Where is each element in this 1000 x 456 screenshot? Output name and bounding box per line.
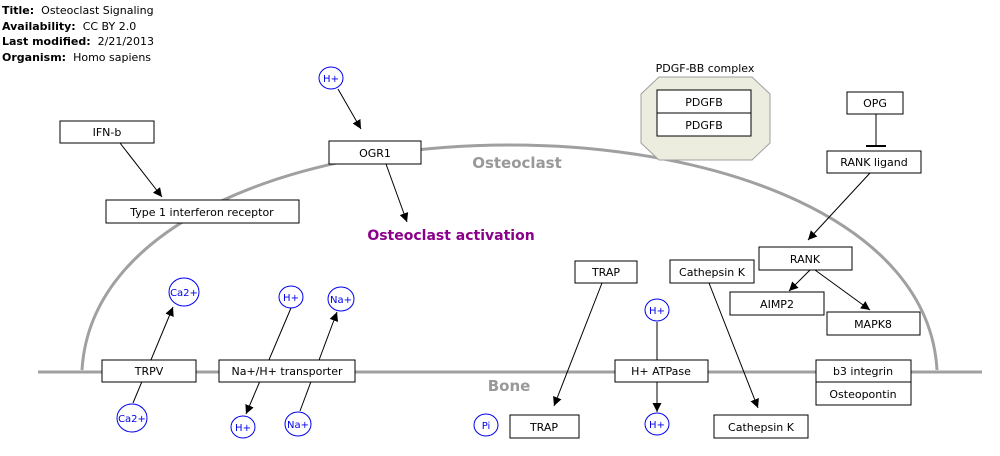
gene-pdgfb-2[interactable]: PDGFB — [656, 112, 752, 137]
edge-rankl-to-rank — [807, 172, 871, 241]
gene-trap-top[interactable]: TRAP — [574, 260, 638, 284]
gene-h-atpase[interactable]: H+ ATPase — [614, 359, 709, 383]
gene-ifn-b[interactable]: IFN-b — [59, 120, 155, 144]
edge-cathepsin-secretion — [708, 282, 759, 409]
gene-rank-ligand[interactable]: RANK ligand — [826, 150, 922, 174]
osteoclast-label: Osteoclast — [472, 154, 562, 172]
metabolite-pi[interactable]: Pi — [473, 413, 499, 437]
gene-trap-bottom[interactable]: TRAP — [509, 414, 580, 439]
svg-text:Type 1 interferon receptor: Type 1 interferon receptor — [129, 206, 274, 219]
gene-ogr1[interactable]: OGR1 — [328, 140, 422, 165]
info-organism-row: Organism: Homo sapiens — [2, 50, 152, 64]
svg-text:Osteopontin: Osteopontin — [829, 388, 896, 401]
svg-text:MAPK8: MAPK8 — [854, 318, 892, 331]
svg-text:Na+/H+ transporter: Na+/H+ transporter — [232, 365, 343, 378]
svg-text:H+: H+ — [649, 306, 665, 317]
gene-osteopontin[interactable]: Osteopontin — [815, 381, 912, 406]
gene-cathepsin-k-top[interactable]: Cathepsin K — [669, 259, 755, 284]
svg-text:b3 integrin: b3 integrin — [833, 365, 893, 378]
osteoclast-cell-outline — [80, 143, 939, 371]
gene-b3-integrin[interactable]: b3 integrin — [815, 359, 912, 383]
edge-ca-through-trpv — [132, 306, 174, 404]
pathway-info: Title: Osteoclast Signaling Availability… — [2, 3, 154, 65]
svg-text:H+: H+ — [323, 74, 339, 85]
gene-cathepsin-k-bottom[interactable]: Cathepsin K — [713, 414, 809, 439]
svg-text:Na+: Na+ — [287, 420, 309, 431]
metabolite-h-atpase-bottom[interactable]: H+ — [644, 412, 670, 436]
gene-opg[interactable]: OPG — [846, 91, 904, 115]
pathway-title: Osteoclast Signaling — [41, 4, 154, 17]
svg-text:TRAP: TRAP — [591, 266, 620, 279]
metabolite-na-bottom[interactable]: Na+ — [284, 411, 312, 437]
metabolite-h-atpase-top[interactable]: H+ — [644, 298, 670, 322]
gene-type1-interferon-receptor[interactable]: Type 1 interferon receptor — [105, 199, 300, 224]
edge-ifnb-to-receptor — [119, 142, 163, 198]
metabolite-h-na-bottom[interactable]: H+ — [230, 415, 256, 439]
metabolite-ca-bottom[interactable]: Ca2+ — [116, 403, 148, 433]
pdgfbb-complex-label: PDGF-BB complex — [656, 62, 755, 75]
svg-text:Cathepsin K: Cathepsin K — [728, 421, 795, 434]
metabolite-h-ogr1[interactable]: H+ — [318, 66, 344, 90]
edge-rank-to-mapk8 — [814, 269, 871, 311]
bone-label: Bone — [488, 377, 531, 395]
gene-trpv[interactable]: TRPV — [101, 359, 197, 383]
svg-text:TRAP: TRAP — [529, 421, 558, 434]
svg-text:Ca2+: Ca2+ — [118, 414, 146, 425]
svg-text:H+: H+ — [283, 293, 299, 304]
svg-text:Cathepsin K: Cathepsin K — [679, 266, 746, 279]
gene-rank[interactable]: RANK — [758, 246, 853, 271]
svg-text:RANK ligand: RANK ligand — [840, 156, 907, 169]
svg-text:RANK: RANK — [790, 253, 821, 266]
svg-text:PDGFB: PDGFB — [685, 96, 723, 109]
svg-text:Pi: Pi — [482, 421, 491, 432]
edge-h-to-ogr1 — [337, 88, 362, 130]
pathway-organism: Homo sapiens — [73, 50, 152, 64]
gene-pdgfb-1[interactable]: PDGFB — [656, 89, 752, 114]
gene-na-h-transporter[interactable]: Na+/H+ transporter — [218, 359, 356, 383]
svg-text:PDGFB: PDGFB — [685, 119, 723, 132]
gene-mapk8[interactable]: MAPK8 — [826, 311, 921, 336]
svg-text:AIMP2: AIMP2 — [760, 298, 794, 311]
gene-aimp2[interactable]: AIMP2 — [729, 291, 825, 316]
svg-text:H+ ATPase: H+ ATPase — [631, 365, 691, 378]
osteoclast-activation-label: Osteoclast activation — [367, 228, 534, 244]
svg-text:OPG: OPG — [863, 97, 887, 110]
svg-text:H+: H+ — [649, 420, 665, 431]
svg-text:OGR1: OGR1 — [359, 147, 391, 160]
edge-trap-secretion — [553, 282, 603, 407]
info-title-row: Title: Osteoclast Signaling — [2, 4, 154, 17]
svg-text:IFN-b: IFN-b — [93, 126, 122, 139]
edge-ogr1-to-activation — [385, 163, 409, 223]
info-modified-row: Last modified: 2/21/2013 — [2, 35, 155, 48]
info-availability-row: Availability: CC BY 2.0 — [2, 19, 137, 33]
metabolite-na-top[interactable]: Na+ — [327, 286, 355, 312]
svg-text:Ca2+: Ca2+ — [170, 288, 198, 299]
pathway-last-modified: 2/21/2013 — [97, 35, 155, 48]
metabolite-ca-top[interactable]: Ca2+ — [168, 277, 200, 307]
edge-rank-to-aimp2 — [788, 269, 811, 292]
metabolite-h-na-top[interactable]: H+ — [278, 285, 304, 309]
svg-text:Na+: Na+ — [330, 295, 352, 306]
pathway-availability: CC BY 2.0 — [82, 19, 137, 33]
svg-text:H+: H+ — [235, 423, 251, 434]
svg-text:TRPV: TRPV — [134, 365, 164, 378]
